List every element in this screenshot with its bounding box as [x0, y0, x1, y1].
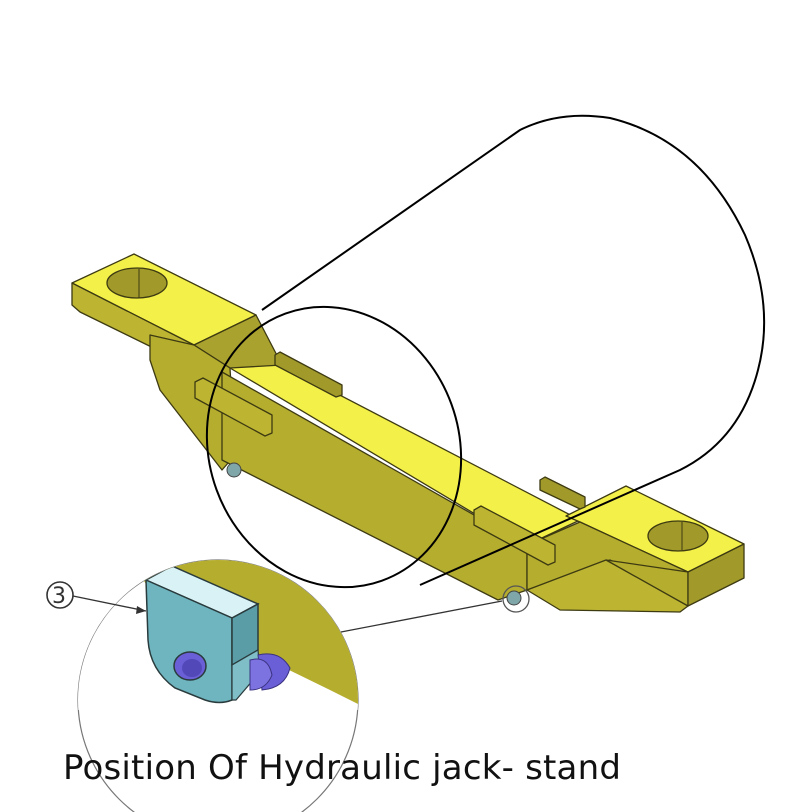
cylinder-outline	[205, 114, 766, 589]
bolt-right	[506, 590, 522, 606]
part-3-front	[145, 578, 233, 704]
figure-caption: Position Of Hydraulic jack- stand	[63, 748, 622, 788]
guide-plate	[539, 476, 586, 510]
left-pad-hole	[106, 267, 168, 299]
right-pad-hole	[647, 520, 709, 552]
cylinder-back-face	[261, 114, 766, 586]
jack-stand-beam	[71, 253, 745, 613]
guide-plate	[473, 505, 556, 566]
bolt-left	[226, 462, 242, 478]
guide-plate	[274, 351, 343, 398]
callout-number: 3	[52, 584, 66, 609]
bolt-highlight-circle	[502, 585, 530, 613]
cylinder-front-face	[205, 305, 463, 589]
